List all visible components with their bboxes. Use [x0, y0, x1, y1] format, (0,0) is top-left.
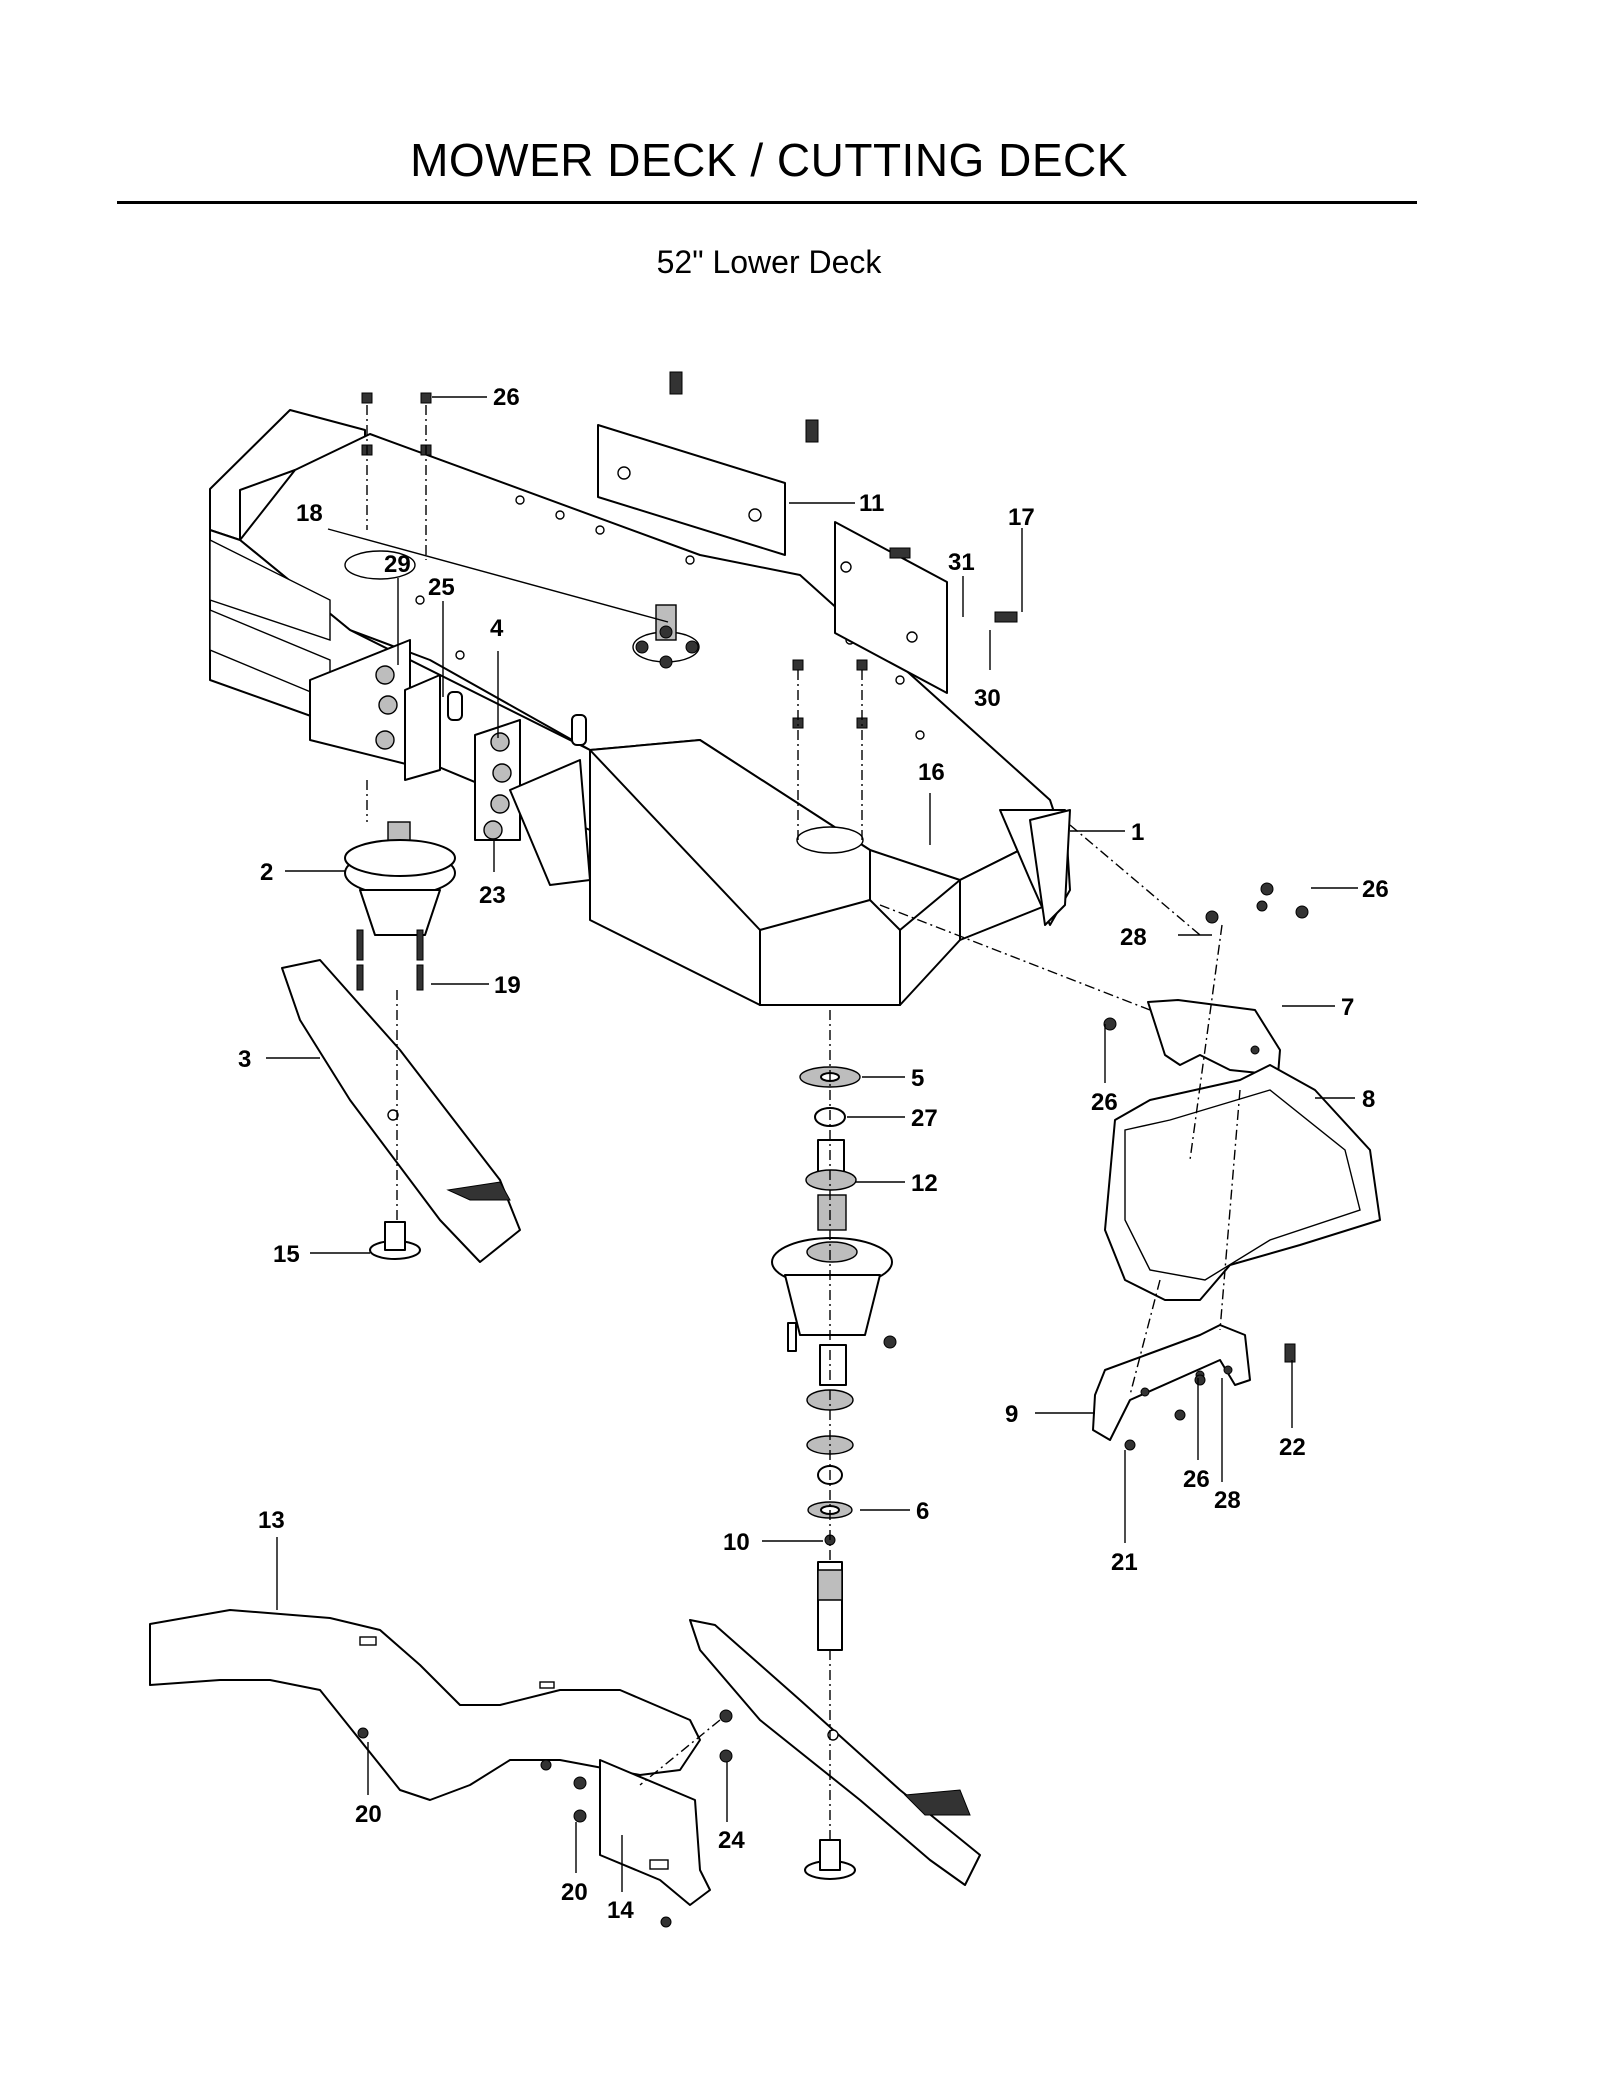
callout-2: 2 [260, 859, 273, 886]
callout-18: 18 [296, 500, 323, 527]
callout-12: 12 [911, 1170, 938, 1197]
callout-13: 13 [258, 1507, 285, 1534]
middle-hanger-bracket [474, 714, 591, 886]
callout-5: 5 [911, 1065, 924, 1092]
page-title: MOWER DECK / CUTTING DECK [410, 134, 1128, 186]
baffle-plate-31 [834, 521, 1018, 694]
callout-28: 28 [1214, 1487, 1241, 1514]
callout-16: 16 [918, 759, 945, 786]
blade-adapter-15 [369, 1221, 421, 1260]
callout-27: 27 [911, 1105, 938, 1132]
alignment-lines [366, 405, 1241, 1840]
callout-14: 14 [607, 1897, 634, 1924]
callout-24: 24 [718, 1827, 745, 1854]
callout-17: 17 [1008, 504, 1035, 531]
callout-28: 28 [1120, 924, 1147, 951]
right-blade [689, 1619, 981, 1886]
left-spindle-assembly [344, 821, 456, 991]
baffle-13 [149, 1609, 701, 1801]
callout-25: 25 [428, 574, 455, 601]
callout-26: 26 [493, 384, 520, 411]
left-blade [281, 959, 521, 1263]
callout-4: 4 [490, 615, 504, 642]
callout-26: 26 [1183, 1466, 1210, 1493]
callout-10: 10 [723, 1529, 750, 1556]
leader-lines [266, 396, 1358, 1892]
callout-11: 11 [859, 490, 884, 517]
callout-9: 9 [1005, 1401, 1018, 1428]
callout-7: 7 [1341, 994, 1354, 1021]
callout-26: 26 [1091, 1089, 1118, 1116]
baffle-plate-11 [597, 371, 819, 556]
callout-3: 3 [238, 1046, 251, 1073]
title-divider [117, 201, 1417, 204]
callout-26: 26 [1362, 876, 1389, 903]
callout-labels: 26 11 18 17 29 31 25 4 30 16 1 2 23 26 2… [238, 384, 1389, 1924]
callout-29: 29 [384, 551, 411, 578]
center-spindle-stack [771, 1066, 897, 1651]
callout-22: 22 [1279, 1434, 1306, 1461]
callout-21: 21 [1111, 1549, 1138, 1576]
callout-8: 8 [1362, 1086, 1375, 1113]
blade-adapter-bottom [804, 1839, 856, 1880]
callout-1: 1 [1131, 819, 1144, 846]
page-subtitle: 52" Lower Deck [656, 244, 882, 280]
callout-6: 6 [916, 1498, 929, 1525]
callout-19: 19 [494, 972, 521, 999]
discharge-chute-8 [1104, 1064, 1381, 1301]
callout-20: 20 [561, 1879, 588, 1906]
callout-15: 15 [273, 1241, 300, 1268]
callout-20: 20 [355, 1801, 382, 1828]
bracket-14 [599, 1759, 711, 1906]
callout-31: 31 [948, 549, 975, 576]
callout-23: 23 [479, 882, 506, 909]
left-hanger-bracket [309, 639, 463, 781]
callout-30: 30 [974, 685, 1001, 712]
chute-bracket-7 [1147, 999, 1281, 1076]
chute-deflector-9 [1092, 1324, 1251, 1441]
